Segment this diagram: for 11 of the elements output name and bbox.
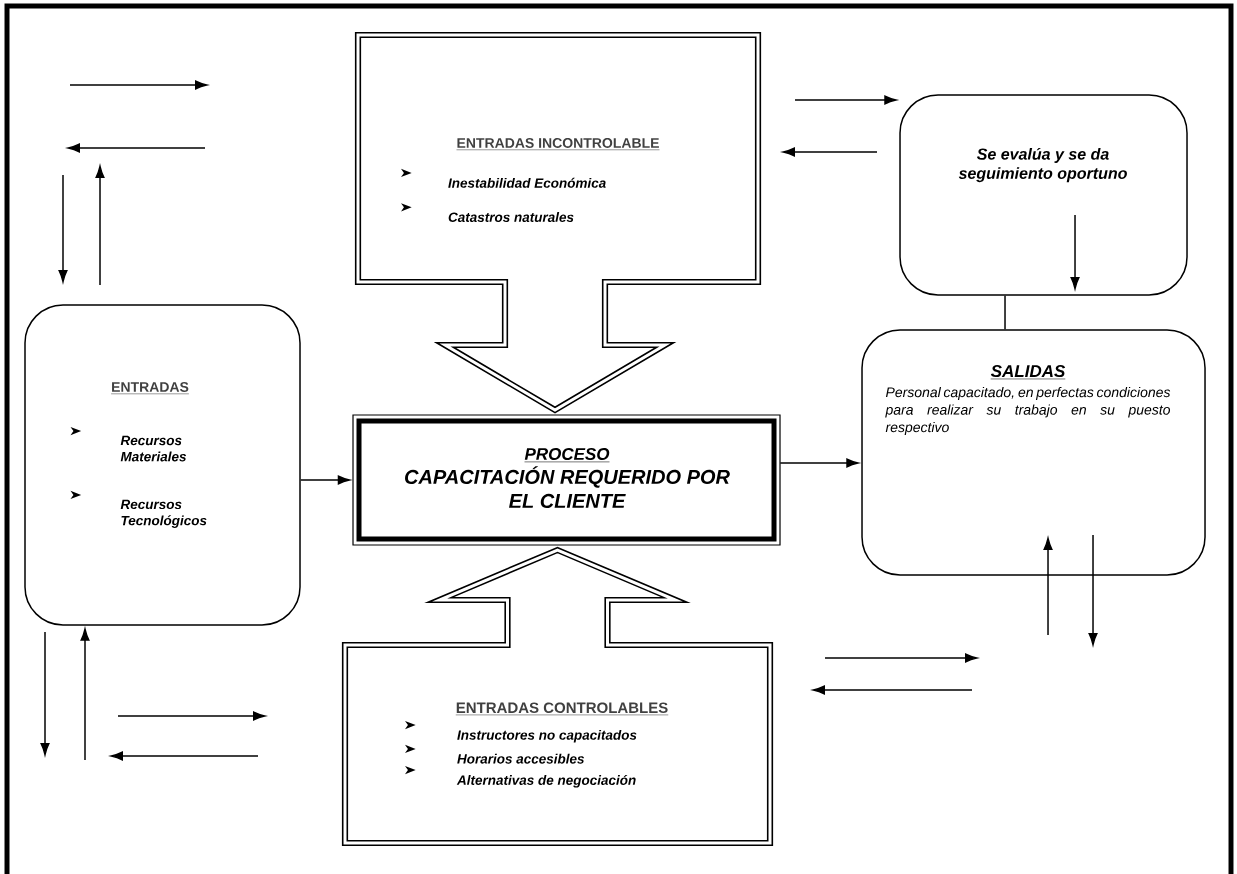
callout-box: ENTRADAS INCONTROLABLE Inestabilidad Económica Catastros naturales [354,31,762,414]
rounded-box: SALIDAS Personal capacitado, en perfectas condiciones para realizar su trabajo en su puesto respectivo [861,329,1206,576]
connector-line [1004,295,1006,330]
arrow [794,95,897,105]
rounded-box: Se evalúa y se da seguimiento oportuno [899,94,1188,296]
process-box: PROCESO CAPACITACIÓN REQUERIDO POR EL CLIENTE [352,414,781,546]
arrow [300,475,351,485]
callout-box: ENTRADAS CONTROLABLES Instructores no capacitados Horarios accesibles Alternativas de negociación [341,546,774,847]
rounded-box: ENTRADAS Recursos Materiales Recursos Tecnológicos [24,304,301,626]
arrow [80,628,90,761]
arrow [779,458,859,468]
